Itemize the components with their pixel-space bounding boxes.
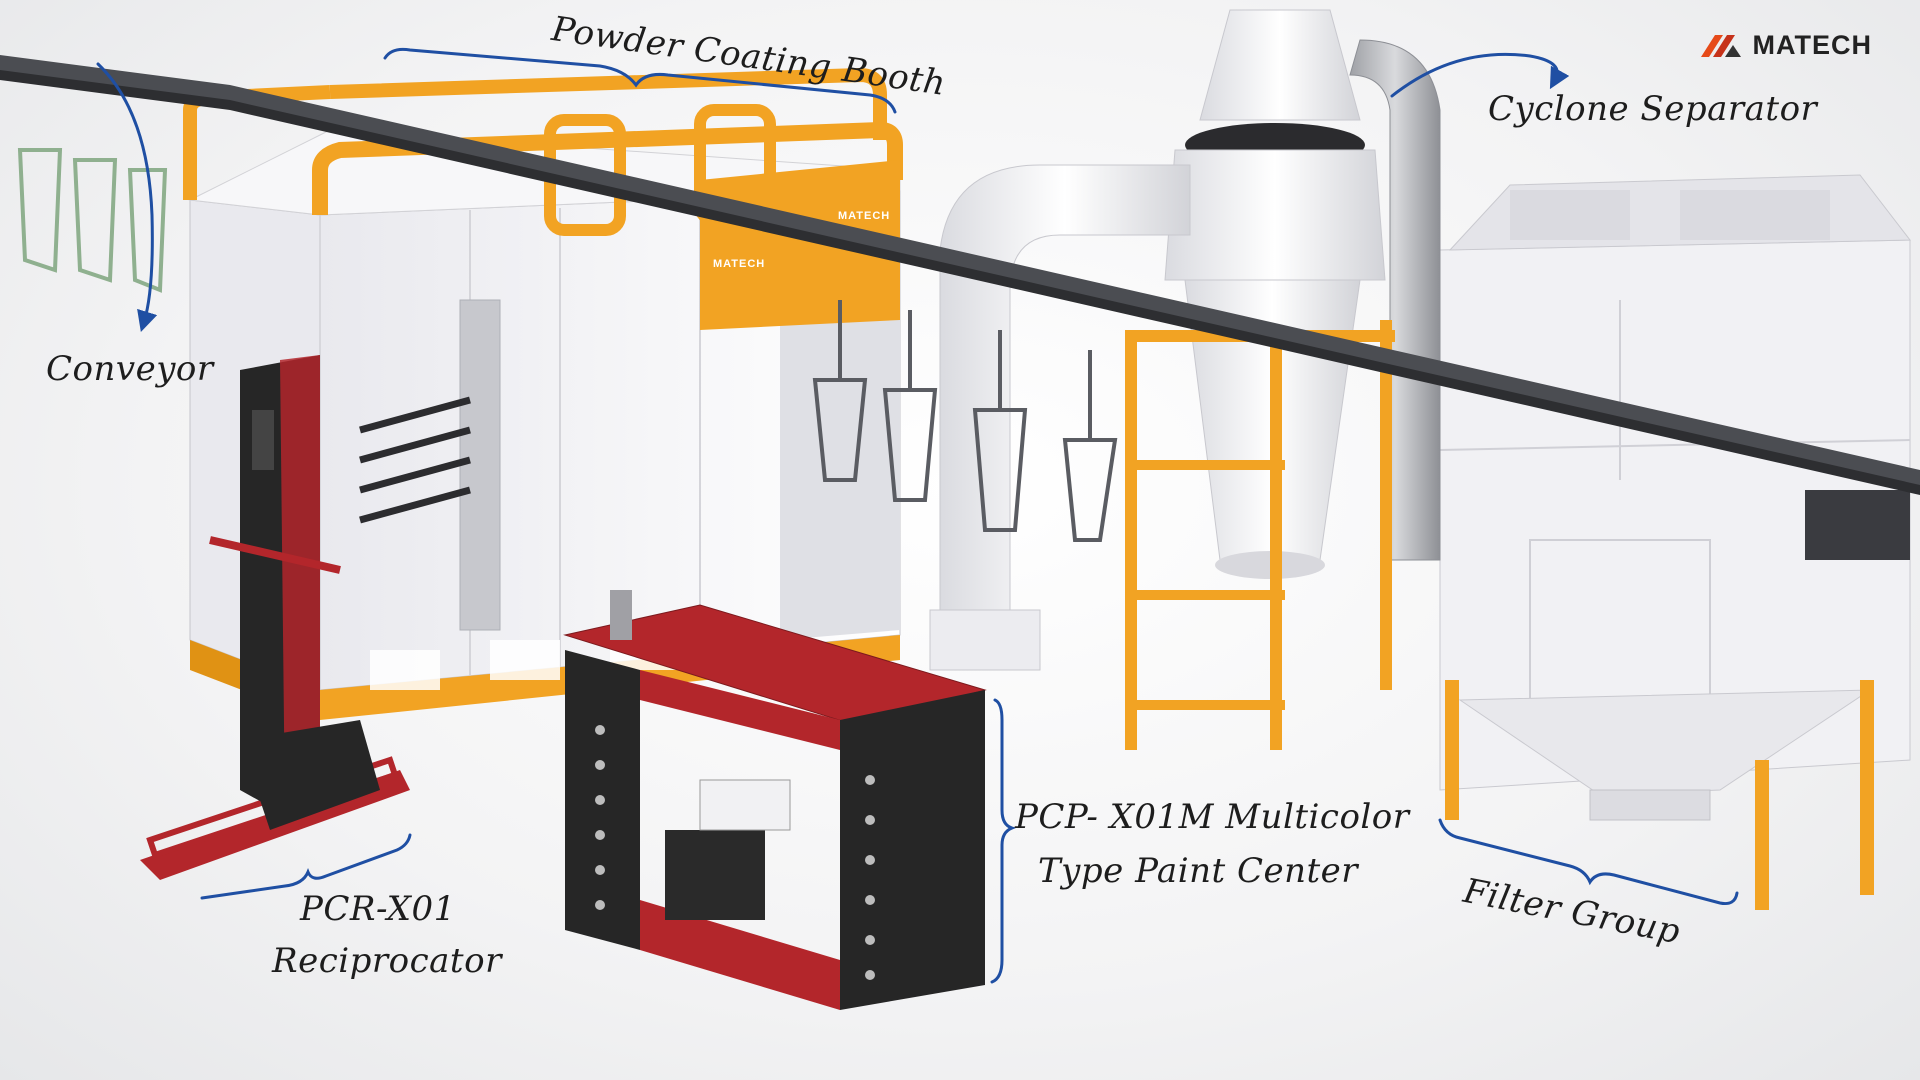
reciprocator-bracket (200, 833, 412, 900)
matech-triangles-icon (1700, 34, 1741, 57)
filter-vent-grille (1680, 190, 1830, 240)
filter-leg (1860, 680, 1874, 895)
paint-center-unit (563, 590, 987, 1010)
cyclone-arrow (1390, 52, 1570, 98)
reciprocator-label-type: Reciprocator (272, 941, 502, 981)
reciprocator-unit (140, 355, 410, 880)
overhead-conveyor (0, 55, 1920, 542)
paint-center-cyclone-stub (610, 590, 632, 640)
booth-brand-mark: MATECH (838, 210, 891, 222)
reciprocator-control-panel (252, 410, 274, 470)
powder-coating-booth (183, 67, 903, 720)
conveyor-label: Conveyor (46, 349, 214, 389)
filter-leg (1755, 760, 1769, 910)
cyclone-return-duct (1349, 39, 1441, 561)
booth-gun-slot (459, 299, 501, 631)
brand-name: MATECH (1752, 30, 1872, 60)
hanging-parts (812, 300, 1118, 542)
matech-logo: MATECH (1700, 30, 1872, 61)
filter-vent-grille (1510, 190, 1630, 240)
paint-center-knobs (595, 725, 875, 980)
booth-bracket (383, 47, 897, 114)
spray-gun-array (359, 396, 471, 524)
cyclone-separator-unit (1125, 9, 1441, 750)
filter-bracket (1438, 818, 1739, 905)
filter-group-unit (1439, 174, 1911, 910)
paint-center-label-model: PCP- X01M Multicolor (1015, 797, 1410, 837)
cyclone-label: Cyclone Separator (1488, 89, 1818, 129)
filter-leg (1445, 680, 1459, 820)
paint-center-bracket (990, 698, 1017, 984)
conveyor-arrow (96, 62, 158, 333)
paint-center-hopper (665, 830, 765, 920)
booth-brand-mark: MATECH (713, 258, 766, 270)
coated-parts (17, 148, 168, 293)
powder-box (699, 779, 791, 831)
reciprocator-label-model: PCR-X01 (300, 889, 456, 929)
paint-center-label-type: Type Paint Center (1038, 851, 1359, 891)
filter-pulse-valves (1805, 490, 1910, 560)
